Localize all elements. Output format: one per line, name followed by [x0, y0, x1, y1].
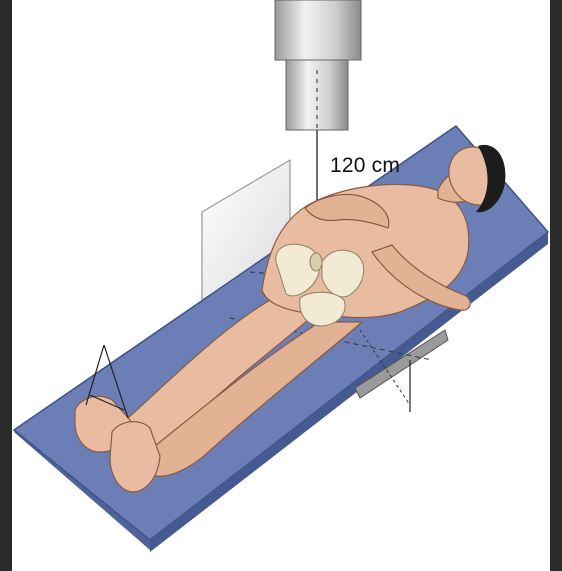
right-frame-border: [550, 0, 562, 571]
source-distance-label: 120 cm: [330, 154, 400, 178]
xray-tube: [275, 0, 361, 130]
left-frame-border: [0, 0, 12, 571]
